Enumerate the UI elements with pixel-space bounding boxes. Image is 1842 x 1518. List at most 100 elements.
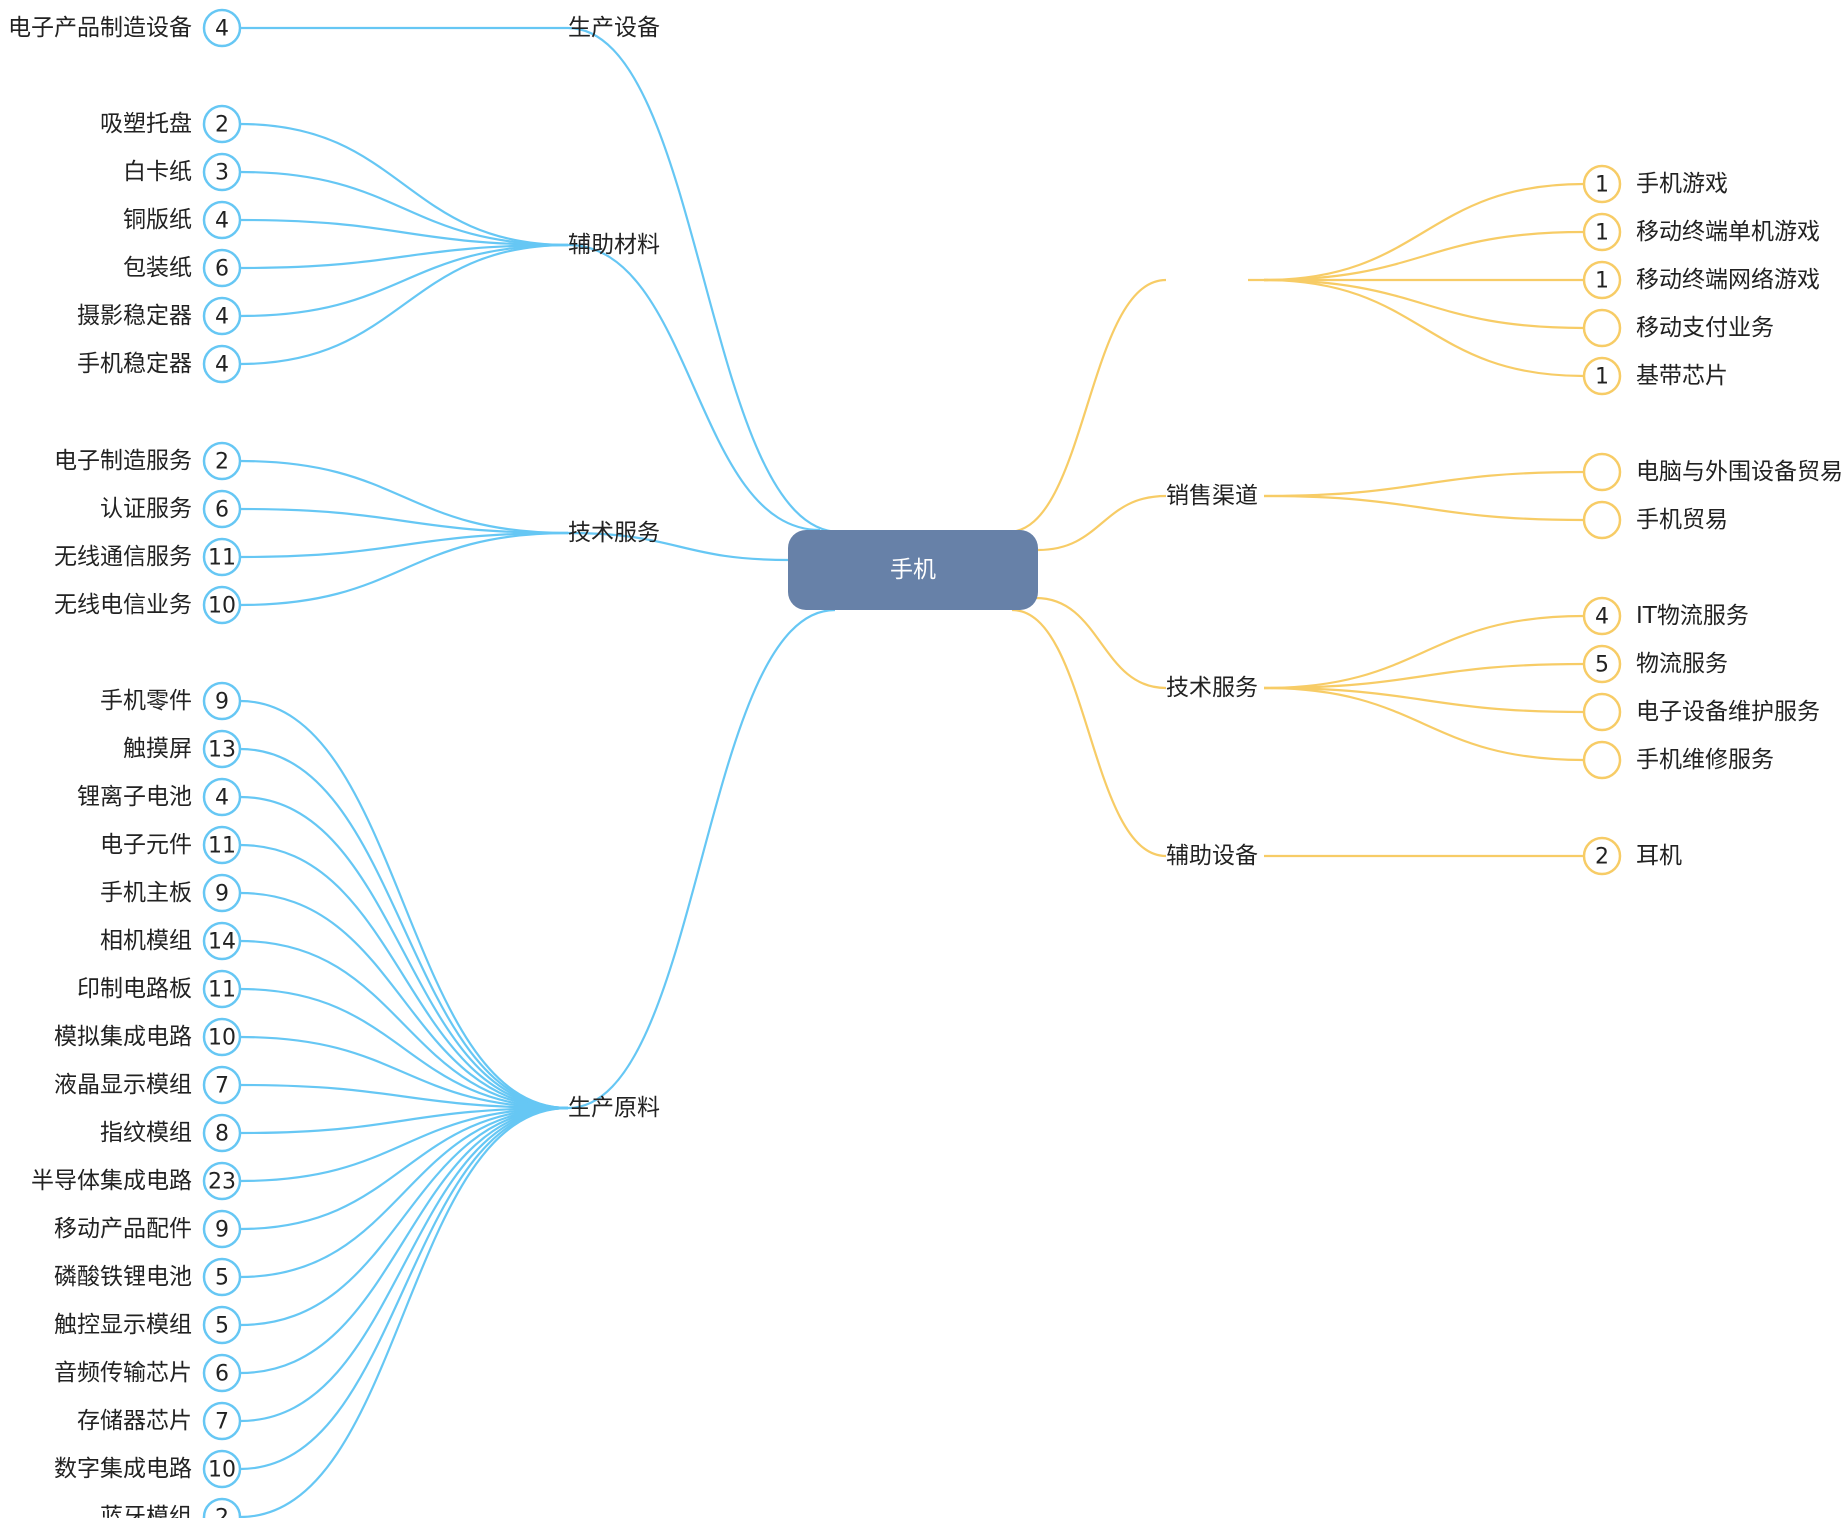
- count-badge[interactable]: [202, 248, 242, 288]
- leaf-label[interactable]: 音频传输芯片: [54, 1360, 192, 1386]
- leaf-label[interactable]: 电脑与外围设备贸易: [1636, 459, 1842, 485]
- leaf-label[interactable]: 无线通信服务: [54, 544, 192, 570]
- count-badge[interactable]: [202, 681, 242, 721]
- count-badge[interactable]: [202, 1305, 242, 1345]
- count-badge[interactable]: [1582, 644, 1622, 684]
- leaf-label[interactable]: IT物流服务: [1636, 603, 1749, 629]
- count-badge[interactable]: [202, 1065, 242, 1105]
- count-badge[interactable]: [1582, 836, 1622, 876]
- count-badge[interactable]: [1582, 356, 1622, 396]
- branch-label-left[interactable]: 生产原料: [568, 1095, 660, 1121]
- leaf-label[interactable]: 摄影稳定器: [77, 303, 192, 329]
- leaf-label[interactable]: 移动终端单机游戏: [1636, 219, 1820, 245]
- leaf-label[interactable]: 电子产品制造设备: [8, 15, 192, 41]
- count-badge[interactable]: [202, 489, 242, 529]
- leaf-label[interactable]: 铜版纸: [123, 207, 192, 233]
- leaf-label[interactable]: 蓝牙模组: [100, 1504, 192, 1518]
- count-badge[interactable]: [202, 969, 242, 1009]
- count-badge[interactable]: [202, 104, 242, 144]
- root-node[interactable]: [788, 530, 1038, 610]
- leaf-label[interactable]: 触摸屏: [123, 736, 192, 762]
- count-badge[interactable]: [202, 1449, 242, 1489]
- count-badge[interactable]: [1582, 452, 1622, 492]
- leaf-label[interactable]: 物流服务: [1636, 651, 1728, 677]
- count-badge[interactable]: [202, 441, 242, 481]
- leaf-label[interactable]: 移动支付业务: [1636, 315, 1774, 341]
- branch-label-left[interactable]: 技术服务: [568, 520, 660, 546]
- count-badge[interactable]: [1582, 212, 1622, 252]
- count-badge[interactable]: [202, 1209, 242, 1249]
- leaf-label[interactable]: 存储器芯片: [77, 1408, 192, 1434]
- root-to-branch-link: [567, 608, 836, 1110]
- leaf-label[interactable]: 无线电信业务: [54, 592, 192, 618]
- count-badge[interactable]: [1582, 500, 1622, 540]
- count-badge[interactable]: [202, 1161, 242, 1201]
- leaf-label[interactable]: 指纹模组: [100, 1120, 192, 1146]
- leaf-label[interactable]: 移动产品配件: [54, 1216, 192, 1242]
- leaf-label[interactable]: 数字集成电路: [54, 1456, 192, 1482]
- branch-to-leaf-link: [239, 218, 569, 247]
- root-to-branch-link: [567, 243, 821, 532]
- branch-to-leaf-link: [239, 243, 569, 318]
- leaf-label[interactable]: 移动终端网络游戏: [1636, 267, 1820, 293]
- count-badge[interactable]: [202, 777, 242, 817]
- branch-label-right[interactable]: 辅助设备: [1166, 843, 1258, 869]
- leaf-label[interactable]: 磷酸铁锂电池: [54, 1264, 192, 1290]
- leaf-label[interactable]: 锂离子电池: [77, 784, 192, 810]
- count-badge[interactable]: [202, 1017, 242, 1057]
- branch-label-left[interactable]: 辅助材料: [568, 232, 660, 258]
- count-badge[interactable]: [202, 729, 242, 769]
- leaf-label[interactable]: 触控显示模组: [54, 1312, 192, 1338]
- count-badge[interactable]: [1582, 308, 1622, 348]
- count-badge-value: 1: [1595, 221, 1609, 246]
- leaf-label[interactable]: 印制电路板: [77, 976, 192, 1002]
- leaf-label[interactable]: 手机零件: [100, 688, 192, 714]
- leaf-label[interactable]: 耳机: [1636, 843, 1682, 869]
- count-badge[interactable]: [202, 1257, 242, 1297]
- leaf-label[interactable]: 电子元件: [100, 832, 192, 858]
- count-badge[interactable]: [1582, 164, 1622, 204]
- branch-to-leaf-link: [1263, 278, 1585, 330]
- leaf-label[interactable]: 手机贸易: [1636, 507, 1728, 533]
- count-badge[interactable]: [202, 537, 242, 577]
- leaf-label[interactable]: 吸塑托盘: [100, 111, 192, 137]
- leaf-label[interactable]: 电子设备维护服务: [1636, 699, 1820, 725]
- count-badge[interactable]: [202, 1113, 242, 1153]
- leaf-label[interactable]: 包装纸: [123, 255, 192, 281]
- branch-to-leaf-link: [239, 747, 569, 1110]
- count-badge[interactable]: [202, 585, 242, 625]
- leaf-label[interactable]: 基带芯片: [1636, 363, 1728, 389]
- count-badge[interactable]: [202, 1401, 242, 1441]
- count-badge-value: 1: [1595, 365, 1609, 390]
- count-badge[interactable]: [202, 825, 242, 865]
- count-badge[interactable]: [202, 1353, 242, 1393]
- count-badge[interactable]: [1582, 740, 1622, 780]
- leaf-label[interactable]: 相机模组: [100, 928, 192, 954]
- branch-label-right[interactable]: 技术服务: [1166, 675, 1258, 701]
- count-badge[interactable]: [202, 873, 242, 913]
- leaf-label[interactable]: 液晶显示模组: [54, 1072, 192, 1098]
- count-badge-value: 14: [208, 930, 236, 955]
- count-badge[interactable]: [202, 200, 242, 240]
- branch-label-left[interactable]: 生产设备: [568, 15, 660, 41]
- count-badge[interactable]: [202, 344, 242, 384]
- count-badge[interactable]: [202, 1497, 242, 1518]
- count-badge[interactable]: [1582, 260, 1622, 300]
- count-badge[interactable]: [202, 921, 242, 961]
- count-badge[interactable]: [202, 8, 242, 48]
- leaf-label[interactable]: 手机游戏: [1636, 171, 1728, 197]
- leaf-label[interactable]: 模拟集成电路: [54, 1024, 192, 1050]
- count-badge[interactable]: [1582, 692, 1622, 732]
- leaf-label[interactable]: 认证服务: [100, 496, 192, 522]
- leaf-label[interactable]: 电子制造服务: [54, 448, 192, 474]
- count-badge-value: 2: [215, 1506, 229, 1518]
- count-badge[interactable]: [1582, 596, 1622, 636]
- count-badge[interactable]: [202, 296, 242, 336]
- count-badge[interactable]: [202, 152, 242, 192]
- leaf-label[interactable]: 手机维修服务: [1636, 747, 1774, 773]
- branch-label-right[interactable]: 销售渠道: [1166, 483, 1258, 509]
- leaf-label[interactable]: 白卡纸: [123, 159, 192, 185]
- leaf-label[interactable]: 半导体集成电路: [31, 1168, 192, 1194]
- leaf-label[interactable]: 手机主板: [100, 880, 192, 906]
- leaf-label[interactable]: 手机稳定器: [77, 351, 192, 377]
